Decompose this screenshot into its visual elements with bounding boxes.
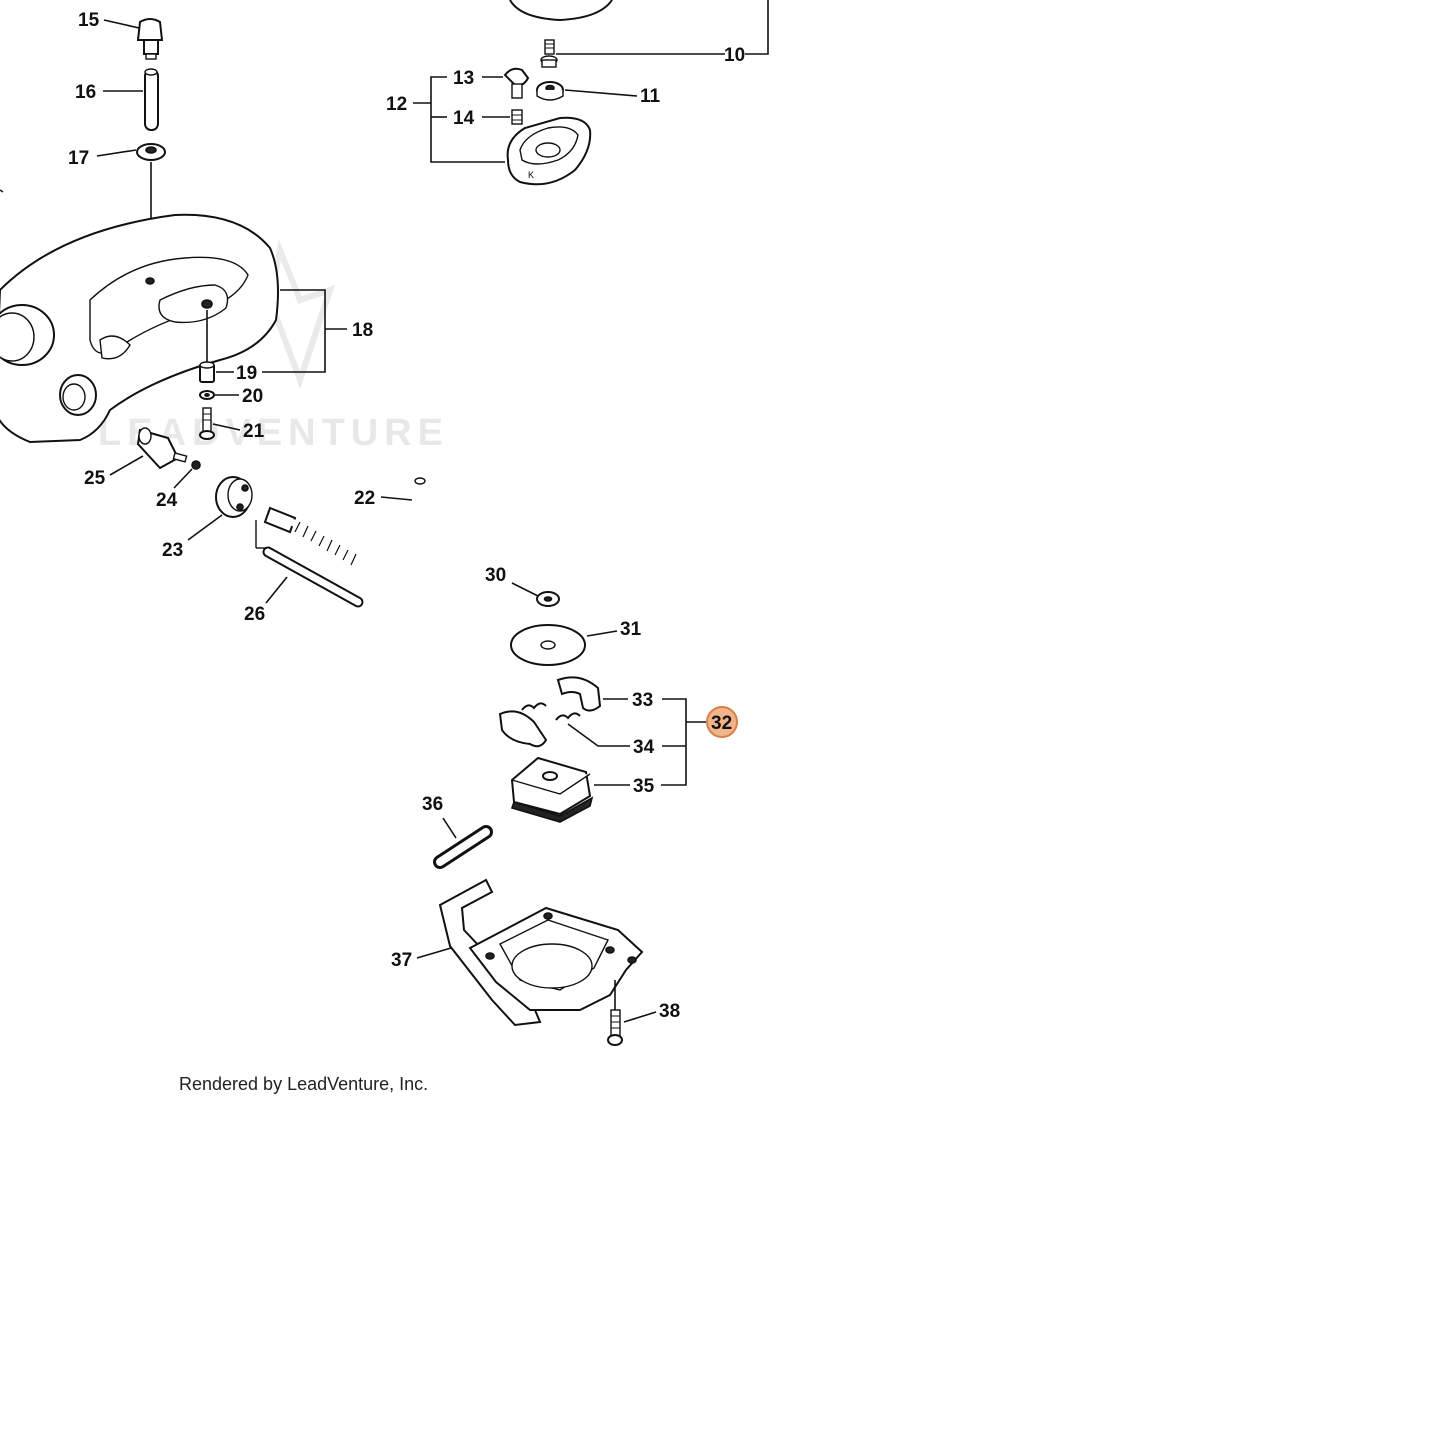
callout-34[interactable]: 34 [633,737,655,758]
callout-35[interactable]: 35 [633,776,655,797]
callout-38[interactable]: 38 [659,1001,680,1022]
callout-37[interactable]: 37 [391,950,412,971]
part-35-clutch-hub[interactable] [510,756,594,823]
part-19-spacer[interactable] [199,361,215,383]
part-21-screw[interactable] [199,407,215,440]
part-37-clutch-housing[interactable] [438,878,644,1027]
callout-17[interactable]: 17 [68,148,89,169]
callout-12[interactable]: 12 [386,94,407,115]
part-16-tube[interactable] [144,68,159,131]
part-20-washer[interactable] [199,390,215,400]
part-30-washer[interactable] [536,591,560,607]
part-17-grommet[interactable] [136,143,166,161]
callout-18[interactable]: 18 [352,320,373,341]
part-15-cap[interactable] [136,18,164,60]
callout-11[interactable]: 11 [640,86,661,107]
callout-10[interactable]: 10 [724,45,745,66]
callout-32-selected[interactable]: 32 [706,706,738,738]
part-13-knob[interactable] [503,67,530,99]
part-26-hose[interactable] [255,520,364,608]
callout-33[interactable]: 33 [632,690,653,711]
part-10-bolt[interactable] [540,39,558,68]
part-33-clutch-shoe[interactable] [498,676,602,748]
part-top-housing [509,0,613,22]
part-14-screw[interactable] [511,109,523,125]
callout-21[interactable]: 21 [243,421,265,442]
callout-19[interactable]: 19 [236,363,257,384]
callout-22[interactable]: 22 [354,488,375,509]
part-18-fuel-tank[interactable] [0,213,279,444]
callout-14[interactable]: 14 [453,108,475,129]
callout-25[interactable]: 25 [84,468,106,489]
callout-24[interactable]: 24 [156,490,178,511]
callout-32[interactable]: 32 [711,713,732,734]
callout-20[interactable]: 20 [242,386,263,407]
part-25-fuel-filter[interactable] [136,427,188,470]
callout-15[interactable]: 15 [78,10,100,31]
callout-13[interactable]: 13 [453,68,474,89]
callout-23[interactable]: 23 [162,540,183,561]
callout-16[interactable]: 16 [75,82,96,103]
part-38-bolt[interactable] [607,1009,623,1046]
callout-31[interactable]: 31 [620,619,642,640]
part-34-spring[interactable] [521,702,581,721]
part-12-housing[interactable]: K [506,116,592,186]
part-11-nut[interactable] [536,81,564,101]
callout-36[interactable]: 36 [422,794,443,815]
part-23-grommet[interactable] [215,476,253,518]
part-22-fuel-line[interactable] [263,477,428,594]
part-36-oring[interactable] [433,825,493,869]
callout-26[interactable]: 26 [244,604,265,625]
callout-30[interactable]: 30 [485,565,506,586]
footer-credit: Rendered by LeadVenture, Inc. [179,1074,428,1094]
part-24-clip[interactable] [191,460,201,470]
part-31-clutch-plate[interactable] [510,624,586,666]
svg-text:K: K [528,170,534,180]
